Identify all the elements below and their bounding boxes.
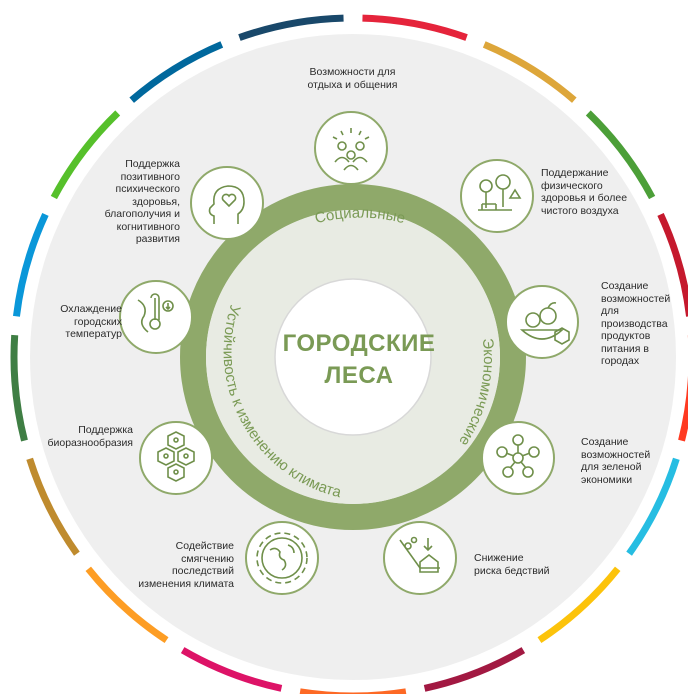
label-biodiversity: Поддержка биоразнообразия xyxy=(47,424,133,449)
color-segment xyxy=(362,14,468,41)
globe-icon xyxy=(256,532,308,584)
trees-bench-icon xyxy=(478,174,522,211)
label-green-economy: Создание возможностей для зеленой эконом… xyxy=(581,436,651,486)
color-segment xyxy=(657,212,688,317)
label-food: Создание возможностей для производства п… xyxy=(601,280,671,367)
label-cooling: Охлаждение городских температур xyxy=(60,303,122,340)
color-segment xyxy=(10,334,28,442)
color-segment xyxy=(585,110,656,200)
color-segment xyxy=(12,212,49,317)
color-segment xyxy=(129,41,224,103)
center-circle xyxy=(274,278,432,436)
ring-label-social: Социальные xyxy=(313,205,407,228)
fruits-vegetables-icon xyxy=(519,302,570,345)
node-cooling xyxy=(119,280,193,354)
center-title-line1: ГОРОДСКИЕ xyxy=(282,330,436,357)
node-biodiversity xyxy=(139,421,213,495)
label-physical: Поддержание физического здоровья и более… xyxy=(541,167,628,217)
thermometer-map-icon xyxy=(137,293,174,333)
green-ring xyxy=(180,184,526,530)
node-green-economy xyxy=(481,421,555,495)
node-recreation xyxy=(314,111,388,185)
node-food xyxy=(505,285,579,359)
color-segment xyxy=(180,647,283,692)
color-segment xyxy=(423,647,526,692)
node-disaster xyxy=(383,521,457,595)
center-title: ГОРОДСКИЕ ЛЕСА xyxy=(264,328,454,392)
people-gathering-icon xyxy=(332,128,370,171)
color-segment xyxy=(626,457,680,556)
color-segment xyxy=(85,566,169,644)
label-mental: Поддержка позитивного психического здоро… xyxy=(104,158,180,245)
biodiversity-hexagons-icon xyxy=(157,431,195,482)
center-title-line2: ЛЕСА xyxy=(324,362,394,389)
color-segment xyxy=(482,41,577,103)
color-segment xyxy=(238,14,344,41)
color-segment xyxy=(26,457,80,556)
label-recreation: Возможности для отдыха и общения xyxy=(307,66,398,91)
color-segment xyxy=(50,110,121,200)
label-mitigation: Содействие смягчению последствий изменен… xyxy=(138,540,234,590)
node-physical xyxy=(460,159,534,233)
label-disaster: Снижение риска бедствий xyxy=(474,552,550,577)
node-mental xyxy=(190,166,264,240)
color-segment xyxy=(537,566,621,644)
color-segment xyxy=(678,335,688,442)
green-economy-network-icon xyxy=(496,434,540,478)
sdg-color-segment-ring xyxy=(10,14,688,699)
landslide-house-icon xyxy=(399,536,440,573)
node-mitigation xyxy=(245,521,319,595)
head-heart-icon xyxy=(208,185,245,224)
